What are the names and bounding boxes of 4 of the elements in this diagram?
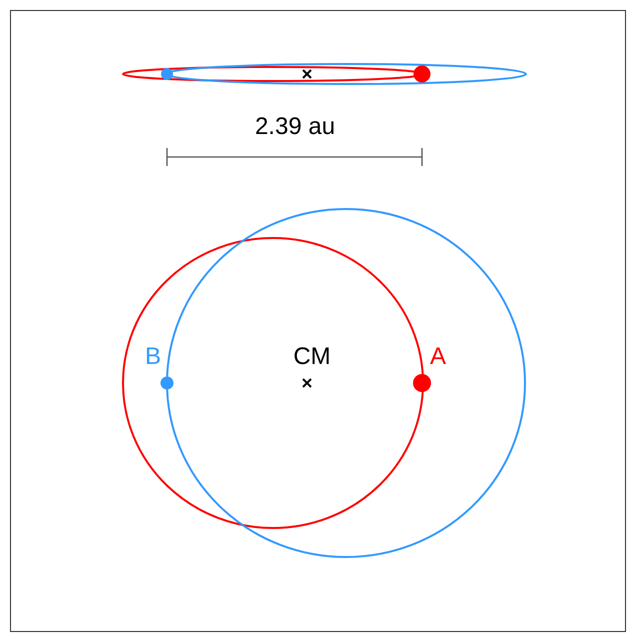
dimension-label: 2.39 au [254,113,336,141]
star-label: B [145,343,161,371]
star-label: A [430,343,446,371]
center-of-mass-label: CM [293,343,331,371]
